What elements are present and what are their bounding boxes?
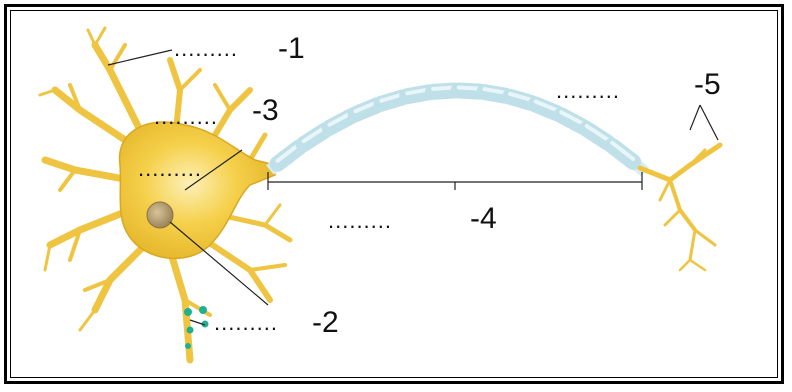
myelin-segment — [476, 84, 514, 104]
myelin-highlight — [431, 85, 457, 91]
label-2: -2 — [312, 306, 339, 339]
myelin-segment — [450, 82, 488, 100]
myelin-highlight — [508, 91, 534, 102]
outer-border — [4, 4, 784, 384]
myelin-segment — [604, 137, 642, 170]
label-1: -1 — [278, 32, 305, 65]
myelin-highlight — [584, 124, 610, 142]
axon — [266, 82, 649, 177]
dendrites — [38, 26, 293, 364]
myelin-segment — [347, 97, 385, 123]
blank-2[interactable]: ......... — [214, 310, 278, 335]
myelin-highlight — [301, 125, 328, 144]
myelin-highlight — [482, 87, 508, 95]
myelin-highlight — [353, 100, 379, 114]
blank-3b[interactable]: ......... — [138, 156, 202, 181]
myelin-segment — [578, 121, 616, 151]
myelin-highlight — [379, 92, 405, 103]
myelin-segment — [425, 82, 463, 100]
blank-4[interactable]: ......... — [328, 208, 392, 233]
myelin-segment — [553, 107, 591, 135]
myelin-highlight — [456, 85, 482, 91]
myelin-segment — [321, 108, 359, 136]
myelin-segment — [373, 89, 411, 112]
myelin-segment — [269, 139, 308, 172]
myelin-segment — [295, 122, 334, 153]
label-4: -4 — [470, 202, 497, 235]
label-5: -5 — [694, 68, 721, 101]
leader-lines — [107, 49, 719, 326]
myelin-highlight — [533, 99, 559, 113]
blank-5[interactable]: ......... — [556, 78, 620, 103]
myelin-segment — [399, 84, 437, 105]
myelin-highlight — [610, 140, 636, 161]
myelin-segment — [502, 88, 540, 111]
cell-body — [118, 121, 276, 259]
myelin-segment — [527, 96, 565, 122]
myelin-highlight — [405, 87, 431, 96]
blank-1[interactable]: ......... — [174, 36, 238, 61]
nucleus — [146, 201, 174, 229]
blank-3[interactable]: ......... — [154, 104, 218, 129]
myelin-highlight — [327, 111, 353, 127]
inner-border — [10, 10, 778, 378]
myelin-highlight — [559, 110, 585, 126]
synapse-dots — [184, 306, 209, 349]
label-3: -3 — [252, 94, 279, 127]
axon-terminals — [637, 142, 723, 272]
myelin-highlight — [275, 142, 302, 163]
